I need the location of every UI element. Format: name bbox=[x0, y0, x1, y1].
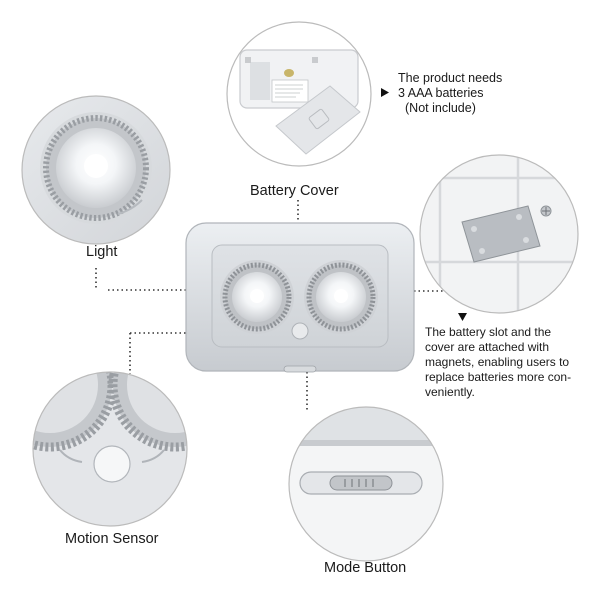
product-body bbox=[185, 222, 415, 373]
arrow-right-icon bbox=[381, 88, 389, 97]
battery-cover-detail-circle bbox=[226, 21, 372, 167]
mode-button-label: Mode Button bbox=[324, 560, 407, 576]
mode-button-detail-circle bbox=[288, 406, 444, 562]
battery-note-line-1: The product needs bbox=[398, 71, 503, 85]
light-detail-circle bbox=[21, 95, 171, 245]
arrow-down-icon bbox=[458, 313, 467, 321]
battery-note-line-2: 3 AAA batteries bbox=[398, 86, 484, 100]
magnet-note-line-1: The battery slot and the bbox=[425, 325, 552, 339]
battery-requirement-note: The product needs 3 AAA batteries (Not i… bbox=[398, 71, 502, 116]
motion-sensor-label: Motion Sensor bbox=[65, 531, 159, 547]
magnet-note-line-5: veniently. bbox=[425, 385, 475, 399]
magnet-note-line-2: cover are attached with bbox=[425, 340, 550, 354]
battery-cover-label: Battery Cover bbox=[250, 183, 339, 199]
battery-note-line-3: (Not include) bbox=[405, 101, 476, 115]
light-label: Light bbox=[86, 244, 118, 260]
magnet-note-line-4: replace batteries more con- bbox=[425, 370, 572, 384]
magnet-feature-note: The battery slot and the cover are attac… bbox=[425, 325, 571, 400]
magnet-detail-circle bbox=[419, 154, 579, 314]
magnet-note-line-3: magnets, enabling users to bbox=[425, 355, 570, 369]
